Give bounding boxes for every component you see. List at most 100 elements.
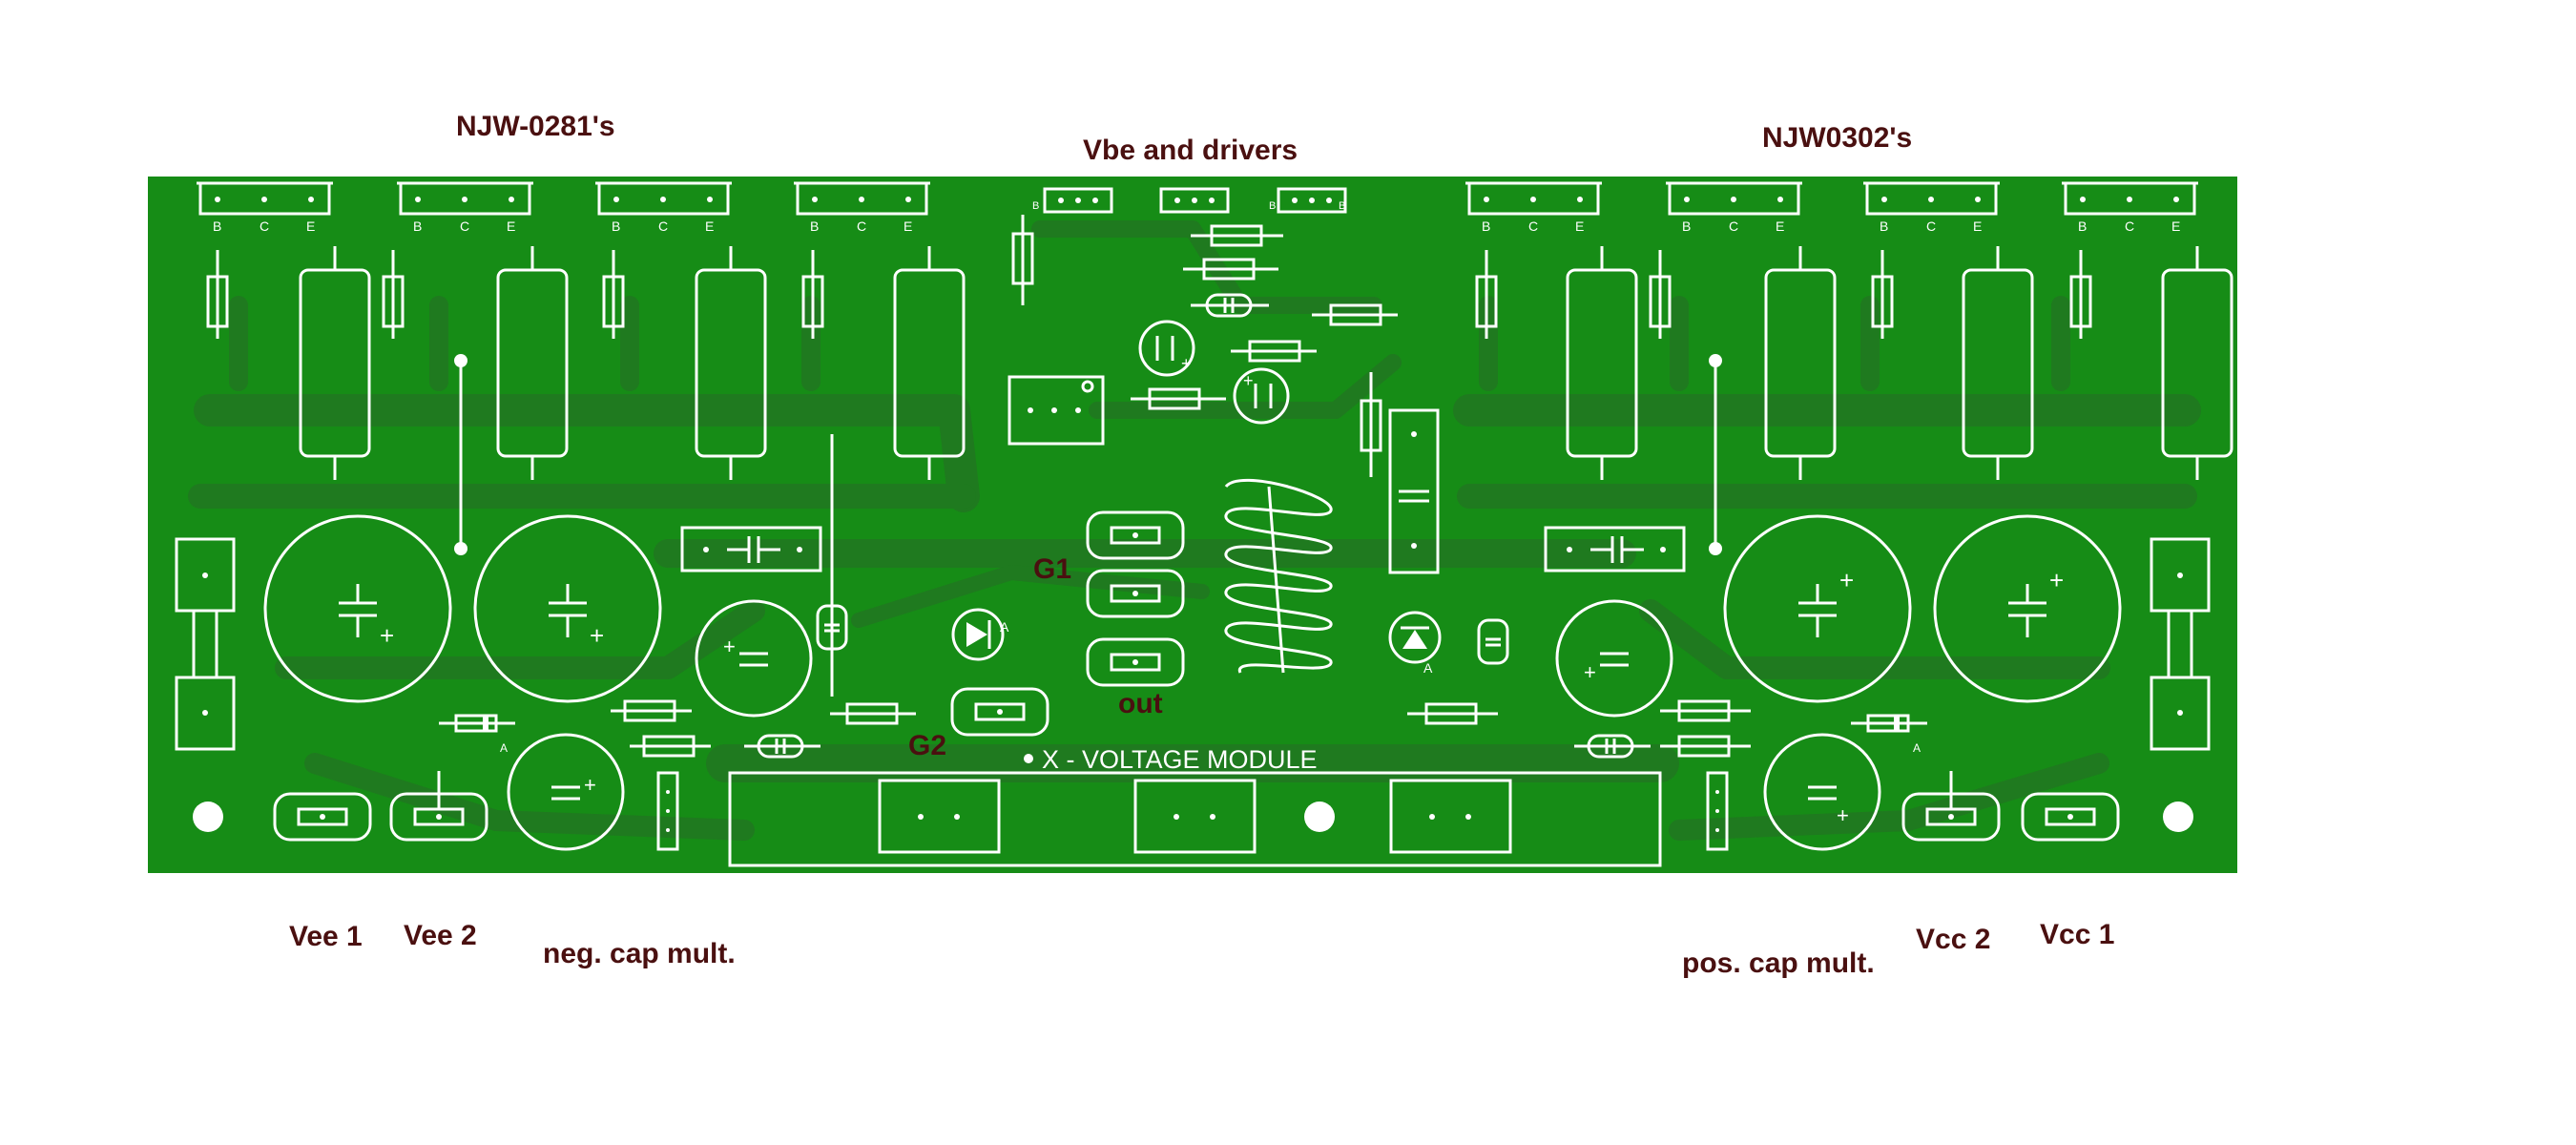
label-njw0302: NJW0302's — [1762, 122, 1913, 154]
plus-mark: + — [1839, 566, 1854, 594]
header-cap-mult-right — [1706, 771, 1729, 851]
driver-pin-label-b: B — [1032, 200, 1039, 212]
right-transistor-bank — [1465, 181, 2233, 555]
diode-left: A — [439, 714, 515, 755]
pin-label-c: C — [658, 219, 668, 234]
pin-label-e: E — [904, 219, 912, 234]
transistor-header-right-4 — [2062, 181, 2198, 216]
jumper-left — [454, 354, 467, 555]
driver-section: + + A A X - VOLTAGE MODULE — [816, 187, 1509, 774]
plus-mark: + — [590, 621, 604, 650]
led-left: A — [951, 608, 1009, 661]
vbe-transistor — [1008, 375, 1105, 446]
main-cap-right-2: + — [1933, 514, 2122, 703]
label-pos-cap-mult: pos. cap mult. — [1682, 947, 1875, 979]
label-out: out — [1118, 688, 1163, 719]
emitter-resistor-left-4 — [893, 246, 966, 480]
base-resistor-right-2 — [1649, 250, 1672, 339]
pin-label-e: E — [705, 219, 714, 234]
left-transistor-bank — [197, 181, 966, 555]
pin-label-b: B — [612, 219, 620, 234]
pad-out — [1086, 637, 1185, 687]
emitter-resistor-right-2 — [1764, 246, 1837, 480]
driver-pin-label-b: B — [1339, 200, 1345, 212]
pol-a-mark: A — [1913, 741, 1921, 755]
transistor-header-left-3 — [595, 181, 732, 216]
pad-vcc1 — [2021, 792, 2120, 842]
pin-label-b: B — [810, 219, 819, 234]
emitter-resistor-right-4 — [2161, 246, 2233, 480]
pin-label-e: E — [1575, 219, 1584, 234]
film-cap-left-vert — [816, 434, 848, 697]
label-neg-cap-mult: neg. cap mult. — [543, 938, 736, 969]
label-g1: G1 — [1033, 553, 1072, 585]
label-vee1: Vee 1 — [289, 921, 363, 952]
emitter-resistor-left-2 — [496, 246, 569, 480]
plus-mark: + — [1243, 371, 1254, 390]
plus-mark: + — [1584, 660, 1596, 684]
module-title: X - VOLTAGE MODULE — [1042, 745, 1318, 774]
film-cap-right-vert — [1477, 618, 1509, 665]
mount-hole-left — [193, 802, 223, 832]
output-inductor — [1224, 478, 1333, 674]
base-resistor-right-3 — [1871, 250, 1894, 339]
pin-label-c: C — [857, 219, 866, 234]
transistor-header-right-3 — [1863, 181, 2000, 216]
emitter-resistor-right-3 — [1962, 246, 2034, 480]
resistor-right-a — [1660, 699, 1751, 722]
output-connector-block — [728, 771, 1662, 867]
label-vcc2: Vcc 2 — [1916, 924, 1991, 955]
base-resistor-right-4 — [2069, 250, 2092, 339]
label-vcc1: Vcc 1 — [2040, 919, 2115, 950]
resistor-lower-2 — [1407, 702, 1498, 725]
emitter-resistor-left-3 — [695, 246, 767, 480]
jumper-right — [1709, 354, 1722, 555]
film-cap-left-horiz — [680, 526, 822, 572]
pin-label-c: C — [460, 219, 469, 234]
pin-label-c: C — [1729, 219, 1738, 234]
base-resistor-left-1 — [206, 250, 229, 339]
plus-mark: + — [584, 773, 596, 797]
resistor-left-b — [630, 735, 711, 758]
driver-header-3 — [1277, 187, 1347, 214]
driver-resistor-1 — [1011, 215, 1034, 305]
resistor-lower-1 — [830, 702, 916, 725]
driver-resistor-7 — [1360, 372, 1382, 477]
transistor-header-right-2 — [1666, 181, 1802, 216]
center-film-cap — [1388, 408, 1440, 574]
driver-header-2 — [1159, 187, 1230, 214]
fuse-left — [175, 537, 236, 751]
mid-cap-right: + — [1555, 599, 1673, 718]
main-cap-left-1: + — [263, 514, 452, 703]
driver-resistor-5 — [1231, 340, 1317, 363]
label-vee2: Vee 2 — [404, 920, 477, 951]
emitter-resistor-right-1 — [1566, 246, 1638, 480]
driver-resistor-6 — [1131, 387, 1226, 410]
transistor-header-left-1 — [197, 181, 333, 216]
pad-g1a — [1086, 510, 1185, 560]
lower-left-section: + + + + A — [175, 514, 822, 851]
mid-cap-left: + — [695, 599, 813, 718]
header-cap-mult-left — [656, 771, 679, 851]
pin-label-e: E — [1973, 219, 1982, 234]
film-cap-right-horiz — [1544, 526, 1686, 572]
pin-label-e: E — [306, 219, 315, 234]
film-cap-small-right — [1574, 734, 1651, 759]
diode-right: A — [1851, 714, 1927, 755]
base-resistor-left-4 — [801, 250, 824, 339]
pol-a-mark: A — [1423, 660, 1433, 676]
lower-right-section: + + + + A — [1304, 514, 2211, 851]
fuse-right — [2150, 537, 2211, 751]
driver-header-1 — [1043, 187, 1113, 214]
base-resistor-right-1 — [1475, 250, 1498, 339]
pin-label-c: C — [1528, 219, 1538, 234]
module-title-text: X - VOLTAGE MODULE — [1024, 745, 1318, 774]
pin-label-b: B — [2078, 219, 2087, 234]
mount-hole-right — [2163, 802, 2193, 832]
pin-label-b: B — [213, 219, 221, 234]
transistor-header-left-4 — [794, 181, 930, 216]
cap-mult-cap-left: + — [507, 733, 625, 851]
label-njw0281: NJW-0281's — [456, 111, 615, 142]
emitter-resistor-left-1 — [299, 246, 371, 480]
driver-pin-label-b: B — [1269, 200, 1276, 212]
